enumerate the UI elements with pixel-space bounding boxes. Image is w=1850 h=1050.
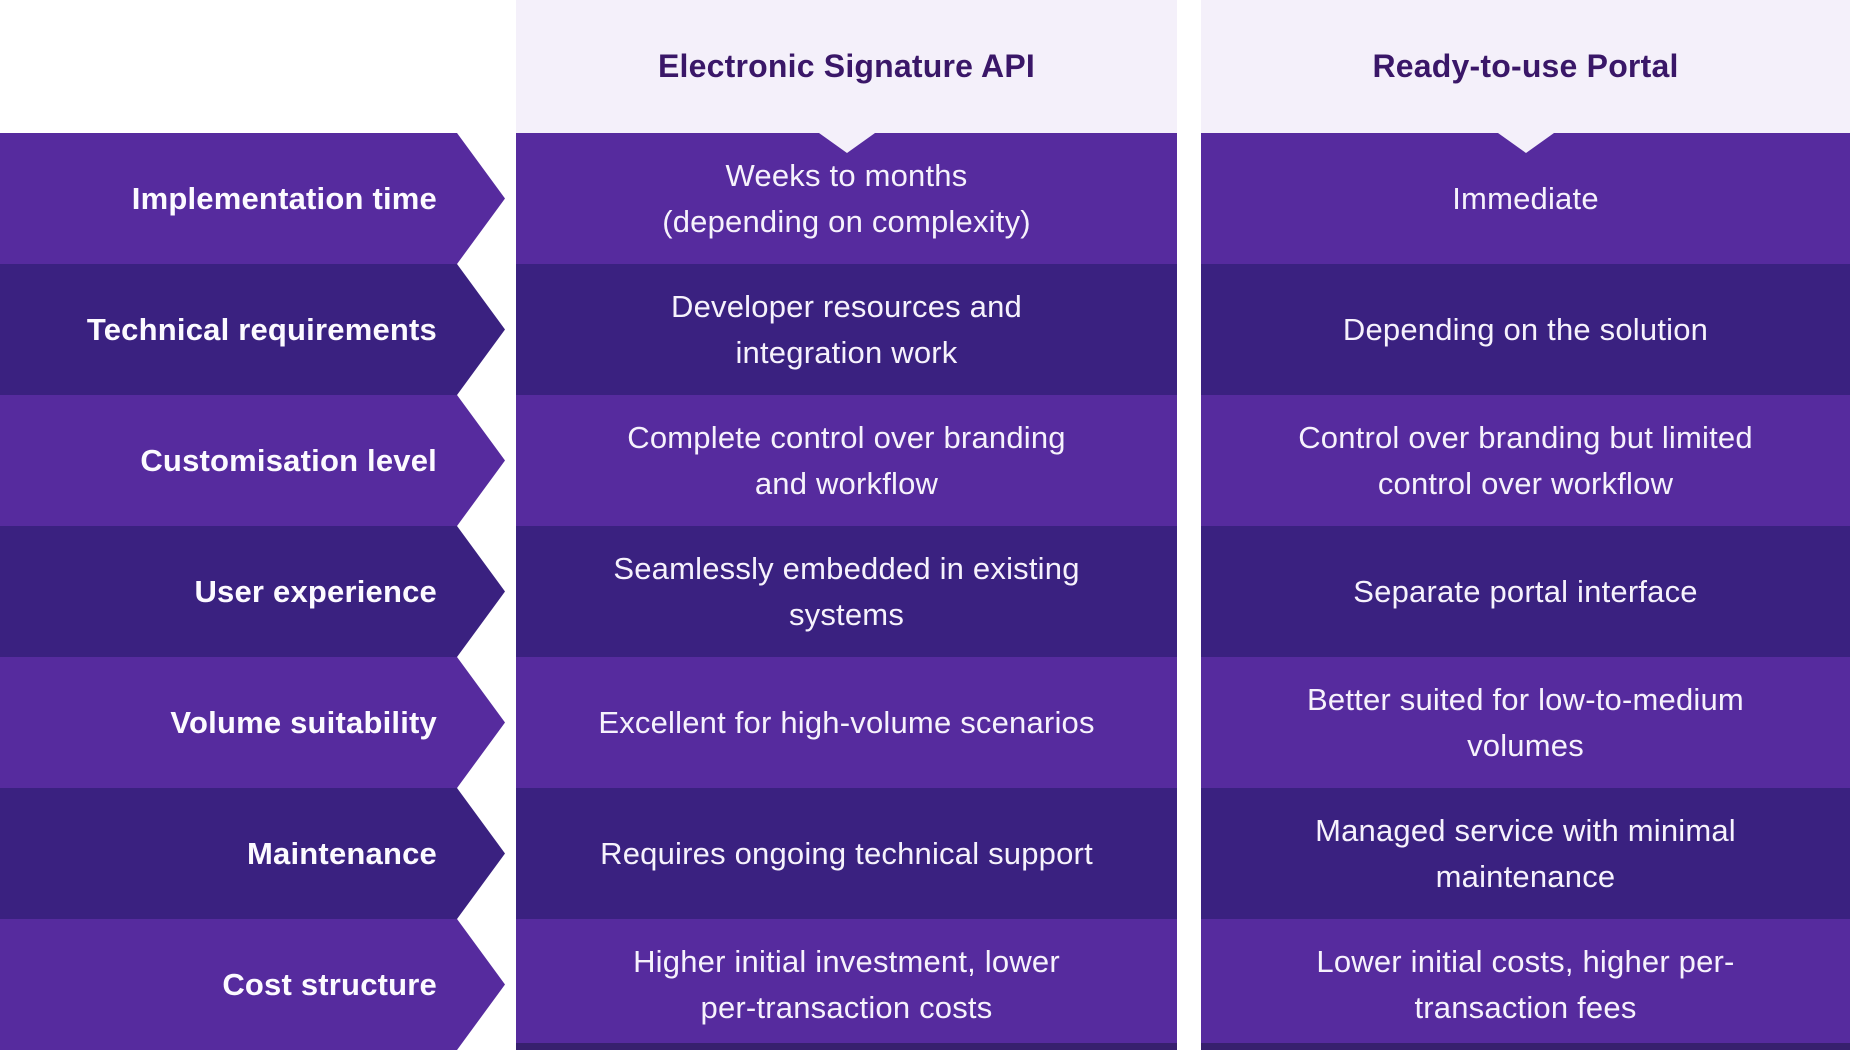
- cell-text: Better suited for low-to-medium volumes: [1307, 681, 1744, 763]
- row-label-cost-structure: Cost structure: [0, 919, 505, 1050]
- cell-text: Seamlessly embedded in existing systems: [613, 550, 1080, 632]
- cell-portal-implementation-time: Immediate: [1201, 133, 1850, 264]
- header-pointer-notch-icon: [1497, 133, 1554, 153]
- row-label-volume-suitability: Volume suitability: [0, 657, 505, 788]
- cell-text: Requires ongoing technical support: [600, 835, 1093, 871]
- row-label-maintenance: Maintenance: [0, 788, 505, 919]
- cell-portal-technical-requirements: Depending on the solution: [1201, 264, 1850, 395]
- cell-text: Higher initial investment, lower per-tra…: [633, 943, 1060, 1025]
- column-header-electronic-signature-api: Electronic Signature API: [516, 0, 1177, 133]
- row-label-implementation-time: Implementation time: [0, 133, 505, 264]
- cell-text: Depending on the solution: [1342, 311, 1709, 347]
- cell-text: Weeks to months (depending on complexity…: [662, 157, 1031, 239]
- cell-api-volume-suitability: Excellent for high-volume scenarios: [516, 657, 1177, 788]
- cell-api-customisation-level: Complete control over branding and workf…: [516, 395, 1177, 526]
- cell-portal-volume-suitability: Better suited for low-to-medium volumes: [1201, 657, 1850, 788]
- cell-text: Lower initial costs, higher per- transac…: [1316, 943, 1735, 1025]
- row-label-customisation-level: Customisation level: [0, 395, 505, 526]
- cell-text: Excellent for high-volume scenarios: [598, 704, 1095, 740]
- cell-api-technical-requirements: Developer resources and integration work: [516, 264, 1177, 395]
- row-label-technical-requirements: Technical requirements: [0, 264, 505, 395]
- row-label-user-experience: User experience: [0, 526, 505, 657]
- cell-text: Separate portal interface: [1353, 573, 1698, 609]
- cell-portal-customisation-level: Control over branding but limited contro…: [1201, 395, 1850, 526]
- cell-text: Complete control over branding and workf…: [627, 419, 1066, 501]
- cell-text: Immediate: [1452, 180, 1599, 216]
- cell-portal-user-experience: Separate portal interface: [1201, 526, 1850, 657]
- cell-api-user-experience: Seamlessly embedded in existing systems: [516, 526, 1177, 657]
- cell-portal-maintenance: Managed service with minimal maintenance: [1201, 788, 1850, 919]
- cell-api-cost-structure: Higher initial investment, lower per-tra…: [516, 919, 1177, 1050]
- cell-text: Developer resources and integration work: [671, 288, 1022, 370]
- cell-text: Control over branding but limited contro…: [1298, 419, 1753, 501]
- cell-text: Managed service with minimal maintenance: [1315, 812, 1736, 894]
- header-pointer-notch-icon: [818, 133, 875, 153]
- cell-portal-cost-structure: Lower initial costs, higher per- transac…: [1201, 919, 1850, 1050]
- cell-api-maintenance: Requires ongoing technical support: [516, 788, 1177, 919]
- cell-api-implementation-time: Weeks to months (depending on complexity…: [516, 133, 1177, 264]
- column-header-ready-to-use-portal: Ready-to-use Portal: [1201, 0, 1850, 133]
